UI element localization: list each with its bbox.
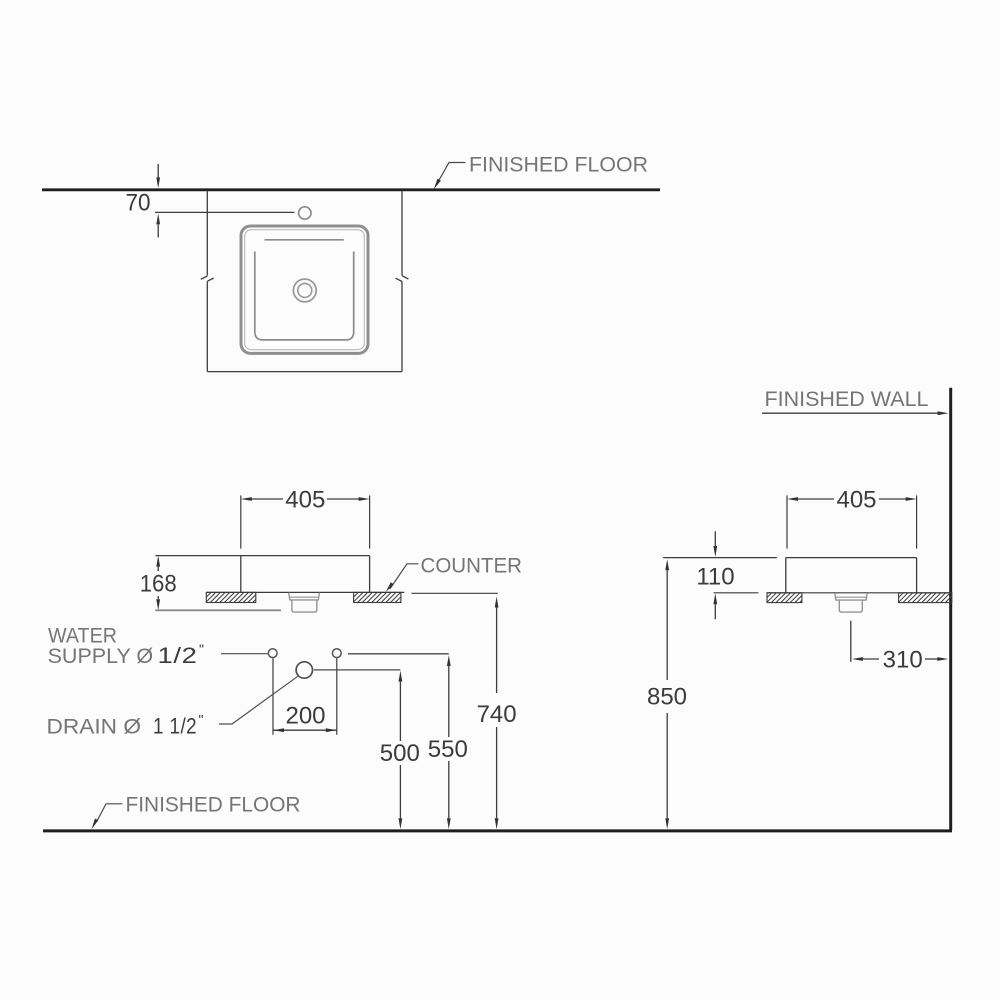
- svg-text:70: 70: [126, 190, 151, 217]
- svg-text:FINISHED FLOOR: FINISHED FLOOR: [126, 794, 301, 817]
- svg-text:FINISHED FLOOR: FINISHED FLOOR: [469, 154, 648, 177]
- svg-text:405: 405: [836, 487, 876, 514]
- svg-text:DRAIN Ø: DRAIN Ø: [47, 716, 142, 739]
- svg-text:740: 740: [477, 701, 517, 728]
- svg-text:405: 405: [285, 487, 325, 514]
- svg-text:110: 110: [696, 564, 734, 591]
- svg-text:FINISHED WALL: FINISHED WALL: [765, 388, 929, 411]
- svg-text:850: 850: [647, 683, 687, 710]
- svg-text:200: 200: [285, 703, 325, 730]
- svg-text:": ": [199, 712, 204, 728]
- svg-text:1 1/2: 1 1/2: [153, 714, 197, 739]
- svg-text:WATER: WATER: [48, 625, 117, 648]
- svg-text:550: 550: [428, 736, 468, 763]
- svg-text:500: 500: [380, 740, 420, 767]
- svg-text:168: 168: [140, 571, 177, 598]
- svg-text:SUPPLY Ø: SUPPLY Ø: [48, 645, 154, 668]
- svg-text:310: 310: [883, 647, 923, 674]
- svg-text:COUNTER: COUNTER: [421, 555, 523, 578]
- svg-text:": ": [199, 641, 204, 657]
- svg-text:1/2: 1/2: [158, 643, 198, 668]
